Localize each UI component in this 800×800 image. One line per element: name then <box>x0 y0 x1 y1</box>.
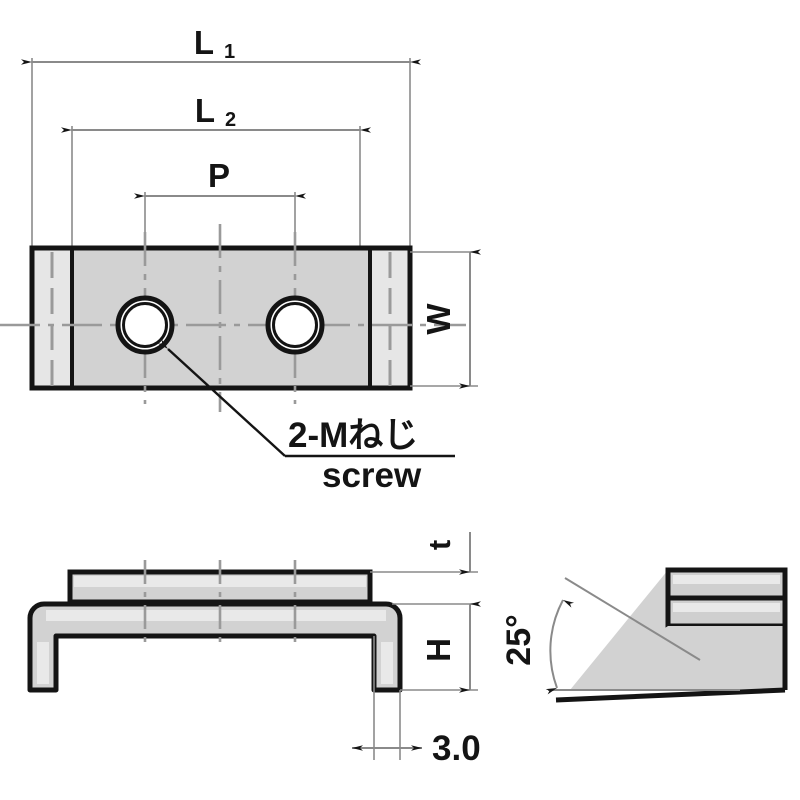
side-view-centerlines <box>143 560 297 648</box>
dimension-t: t <box>370 532 478 605</box>
callout-label-english: screw <box>322 456 422 495</box>
angle-detail-group: 25° <box>500 567 788 703</box>
dim-label-p: P <box>208 157 230 194</box>
dim-label-w: W <box>420 303 457 335</box>
screw-callout: 2-Mねじ screw <box>157 339 455 495</box>
dim-label-l1-subscript: 1 <box>224 41 235 63</box>
dimension-leg-thickness: 3.0 <box>352 636 481 768</box>
dim-label-t: t <box>422 540 457 550</box>
dim-arc-angle <box>545 599 575 695</box>
dim-label-leg-thickness: 3.0 <box>432 729 481 768</box>
top-view-group: L 1 L 2 P <box>0 24 481 495</box>
dim-label-angle: 25° <box>500 614 538 665</box>
dim-label-h: H <box>420 638 457 662</box>
screw-hole-right <box>265 295 325 355</box>
dimension-l1: L 1 <box>21 24 421 65</box>
dim-label-l2-subscript: 2 <box>225 109 236 131</box>
top-view-hidden-lines <box>50 252 392 386</box>
dimension-p: P <box>134 157 306 199</box>
dim-label-l2: L <box>195 92 215 129</box>
angle-detail-incline-edge <box>555 687 786 703</box>
angle-detail-ray <box>564 577 701 661</box>
side-view-group: t H 3.0 <box>27 532 481 768</box>
screw-hole-left <box>115 295 175 355</box>
angle-detail-triangle-fill <box>570 626 785 690</box>
dimension-w: W <box>410 249 481 389</box>
dim-label-l1: L <box>194 24 214 61</box>
top-view-extension-lines <box>31 58 411 248</box>
angle-detail-highlights <box>673 575 780 612</box>
dimension-l2: L 2 <box>61 92 371 133</box>
callout-leader-line <box>157 339 286 457</box>
callout-label-japanese: 2-Mねじ <box>288 416 418 455</box>
dimension-h: H <box>400 601 481 693</box>
